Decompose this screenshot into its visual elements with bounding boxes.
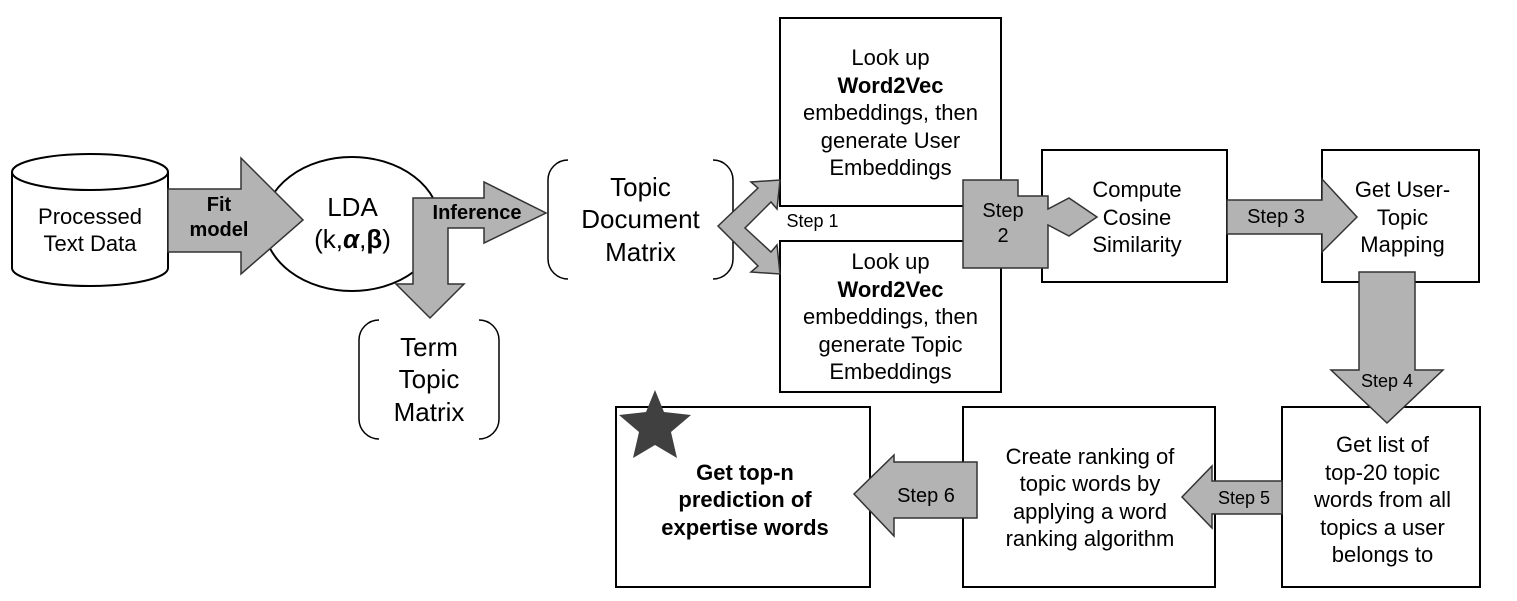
inference-arrow — [394, 180, 548, 320]
topic-list-line-5: belongs to — [1331, 542, 1434, 568]
step4-label: Step 4 — [1360, 370, 1414, 391]
step1-split-arrow — [716, 179, 781, 275]
prediction-line-2: prediction of — [678, 487, 812, 513]
fit-model-line-1: Fit — [206, 194, 232, 216]
lda-params-comma: , — [359, 224, 367, 254]
step5-label: Step 5 — [1217, 487, 1271, 508]
user-embeddings-box — [779, 17, 1002, 207]
prediction-label: Get top-n prediction of expertise words — [630, 450, 860, 550]
user-emb-word2vec: Word2Vec — [837, 72, 944, 98]
lda-beta: β — [366, 224, 383, 254]
user-embeddings-label: Look up Word2Vec embeddings, then genera… — [780, 38, 1001, 188]
user-topic-line-3: Mapping — [1360, 232, 1445, 258]
step6-arrow — [852, 453, 978, 538]
fit-model-arrow — [167, 156, 305, 276]
user-topic-line-2: Topic — [1376, 204, 1429, 230]
step3-label: Step 3 — [1247, 205, 1305, 228]
topic-list-line-4: topics a user — [1320, 514, 1445, 540]
processed-text-line-2: Text Data — [43, 231, 137, 256]
topic-list-line-2: top-20 topic — [1325, 459, 1440, 485]
topic-doc-line-2: Document — [581, 204, 700, 235]
step5-arrow — [1180, 464, 1283, 530]
inference-label: Inference — [432, 201, 522, 224]
user-emb-line-3: embeddings, then — [803, 100, 978, 126]
step6-label: Step 6 — [897, 484, 955, 507]
fit-model-line-2: model — [189, 219, 249, 241]
cosine-similarity-label: Compute Cosine Similarity — [1062, 170, 1212, 265]
topic-word-list-box — [1281, 406, 1481, 588]
user-topic-line-1: Get User- — [1354, 177, 1451, 203]
step2-line-2: 2 — [997, 225, 1009, 247]
step2-label: Step 2 — [968, 196, 1038, 252]
step4-arrow — [1329, 271, 1445, 425]
topic-doc-line-3: Matrix — [605, 236, 676, 267]
topic-emb-line-5: Embeddings — [829, 359, 952, 385]
ranking-label: Create ranking of topic words by applyin… — [970, 430, 1210, 565]
lda-title: LDA — [327, 191, 378, 222]
ranking-line-4: ranking algorithm — [1005, 526, 1175, 551]
user-emb-line-5: Embeddings — [829, 155, 952, 181]
topic-emb-line-1: Look up — [851, 249, 930, 275]
topic-list-line-3: words from all — [1314, 487, 1451, 513]
lda-params: (k,α,β) — [314, 223, 391, 256]
prediction-line-3: expertise words — [661, 514, 829, 540]
prediction-line-1: Get top-n — [696, 459, 794, 485]
cosine-line-2: Cosine — [1102, 204, 1172, 230]
processed-text-line-1: Processed — [38, 203, 142, 229]
star-icon — [619, 390, 691, 458]
step2-line-1: Step — [982, 200, 1024, 222]
processed-text-label: Processed Text Data — [12, 190, 168, 270]
user-emb-line-1: Look up — [851, 45, 930, 71]
lda-params-open: (k, — [314, 224, 343, 254]
cosine-line-1: Compute — [1092, 177, 1182, 203]
topic-embeddings-label: Look up Word2Vec embeddings, then genera… — [780, 243, 1001, 391]
topic-list-line-1: Get list of — [1336, 432, 1429, 458]
topic-doc-line-1: Topic — [610, 171, 671, 202]
term-topic-matrix-label: Term Topic Matrix — [359, 322, 499, 437]
ranking-line-1: Create ranking of — [1005, 443, 1175, 469]
term-topic-matrix-box — [358, 319, 500, 440]
step1-label: Step 1 — [786, 210, 839, 231]
cosine-line-3: Similarity — [1092, 232, 1182, 258]
term-topic-line-1: Term — [400, 331, 458, 362]
topic-emb-line-4: generate Topic — [818, 331, 963, 357]
topic-document-matrix-label: Topic Document Matrix — [548, 162, 733, 277]
step2-arrow — [962, 179, 1099, 269]
lda-params-close: ) — [382, 224, 391, 254]
user-topic-mapping-label: Get User- Topic Mapping — [1340, 170, 1465, 265]
term-topic-line-2: Topic — [398, 364, 460, 395]
topic-emb-word2vec: Word2Vec — [837, 276, 944, 302]
lda-alpha: α — [342, 224, 360, 254]
topic-emb-line-3: embeddings, then — [803, 304, 978, 330]
lda-label: LDA (k,α,β) — [270, 178, 435, 268]
term-topic-line-3: Matrix — [393, 396, 465, 427]
step3-arrow — [1226, 177, 1359, 254]
user-emb-line-4: generate User — [820, 127, 961, 153]
topic-word-list-label: Get list of top-20 topic words from all … — [1290, 420, 1475, 580]
fit-model-label: Fit model — [178, 188, 260, 248]
ranking-line-2: topic words by — [1019, 471, 1161, 496]
processed-text-cylinder — [11, 153, 169, 287]
ranking-line-3: applying a word — [1012, 498, 1168, 524]
